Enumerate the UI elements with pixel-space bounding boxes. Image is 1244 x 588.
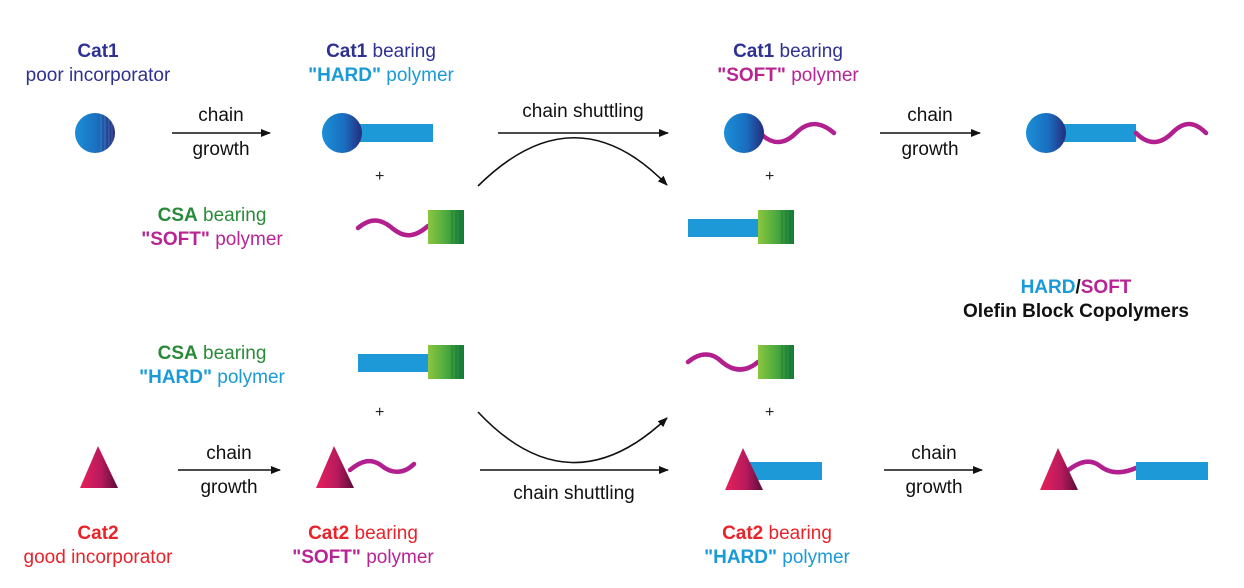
product-line2: Olefin Block Copolymers	[963, 301, 1189, 322]
cat2-cone-icon	[80, 446, 118, 488]
cat2-hard-bearing: bearing	[768, 523, 832, 544]
top-growth-label: growth	[192, 139, 250, 160]
cat1-sphere-icon	[75, 113, 115, 153]
cat2-soft-bearing: bearing	[354, 523, 418, 544]
top-exchange-curve-arrow	[477, 136, 668, 187]
cat2-hard-polymer: polymer	[782, 547, 850, 568]
cat1-label: Cat1 poor incorporator	[10, 40, 186, 88]
product-hard: HARD	[1020, 277, 1076, 298]
csa-hard-polymer-icon-bottom	[358, 345, 464, 379]
csa-hard-polymer: polymer	[217, 367, 285, 388]
cat2-title: Cat2	[77, 523, 119, 544]
cat2-hard-polymer-icon	[725, 448, 822, 490]
cat2-block-copolymer-icon	[1040, 448, 1208, 490]
cat1-hard-polymer-icon	[322, 113, 433, 153]
right-growth-label: growth	[901, 139, 959, 160]
bottom-right-growth-label: growth	[905, 477, 963, 498]
top-chain-shuttling-label: chain shuttling	[522, 101, 644, 122]
cat1-soft-label: Cat1 bearing "SOFT" polymer	[695, 40, 881, 88]
csa-soft-polymer: polymer	[215, 229, 283, 250]
cat2-hard-label: Cat2 bearing "HARD" polymer	[684, 522, 870, 570]
cat1-hard-cat-name: Cat1	[326, 41, 368, 62]
bottom-right-chain-label: chain	[911, 443, 957, 464]
csa-soft-polymer-icon	[355, 210, 464, 244]
cat1-soft-bearing: bearing	[779, 41, 843, 62]
cat1-hard-polymer: polymer	[386, 65, 454, 86]
cat2-hard-cat-name: Cat2	[722, 523, 764, 544]
cat2-soft-label: Cat2 bearing "SOFT" polymer	[270, 522, 456, 570]
cat1-hard-word: "HARD"	[308, 65, 382, 86]
cat1-hard-bearing: bearing	[372, 41, 436, 62]
csa-soft-word: "SOFT"	[141, 229, 210, 250]
cat1-soft-polymer: polymer	[791, 65, 859, 86]
csa-soft-csa-name: CSA	[157, 205, 198, 226]
cat1-block-copolymer-icon	[1026, 113, 1209, 153]
csa-soft-bearing: bearing	[203, 205, 267, 226]
cat1-soft-polymer-icon	[724, 113, 837, 153]
csa-hard-bearing: bearing	[203, 343, 267, 364]
right-chain-label: chain	[907, 105, 953, 126]
cat2-soft-polymer: polymer	[366, 547, 434, 568]
bottom-chain-label: chain	[206, 443, 252, 464]
product-slash: /	[1075, 277, 1081, 298]
cat2-soft-word: "SOFT"	[292, 547, 361, 568]
cat2-hard-word: "HARD"	[704, 547, 778, 568]
csa-soft-label: CSA bearing "SOFT" polymer	[120, 204, 304, 252]
cat2-soft-polymer-icon	[316, 446, 417, 488]
bottom-left-plus: +	[375, 404, 385, 421]
cat1-description: poor incorporator	[25, 65, 171, 86]
csa-soft-polymer-icon-bottom	[685, 345, 794, 379]
cat2-soft-cat-name: Cat2	[308, 523, 350, 544]
cat2-description: good incorporator	[23, 547, 173, 568]
bottom-growth-label: growth	[200, 477, 258, 498]
cat1-title: Cat1	[77, 41, 119, 62]
csa-hard-label: CSA bearing "HARD" polymer	[120, 342, 304, 390]
cat1-soft-word: "SOFT"	[717, 65, 786, 86]
bottom-right-plus: +	[765, 404, 775, 421]
top-chain-label: chain	[198, 105, 244, 126]
csa-hard-word: "HARD"	[139, 367, 213, 388]
top-left-plus: +	[375, 168, 385, 185]
bottom-exchange-curve-arrow	[477, 411, 668, 464]
cat1-hard-label: Cat1 bearing "HARD" polymer	[288, 40, 474, 88]
csa-hard-csa-name: CSA	[157, 343, 198, 364]
bottom-chain-shuttling-label: chain shuttling	[513, 483, 635, 504]
product-soft: SOFT	[1080, 277, 1132, 298]
product-label: HARD/SOFT Olefin Block Copolymers	[940, 276, 1212, 324]
cat1-soft-cat-name: Cat1	[733, 41, 775, 62]
top-right-plus: +	[765, 168, 775, 185]
csa-hard-polymer-icon-top	[688, 210, 794, 244]
cat2-label: Cat2 good incorporator	[10, 522, 186, 570]
